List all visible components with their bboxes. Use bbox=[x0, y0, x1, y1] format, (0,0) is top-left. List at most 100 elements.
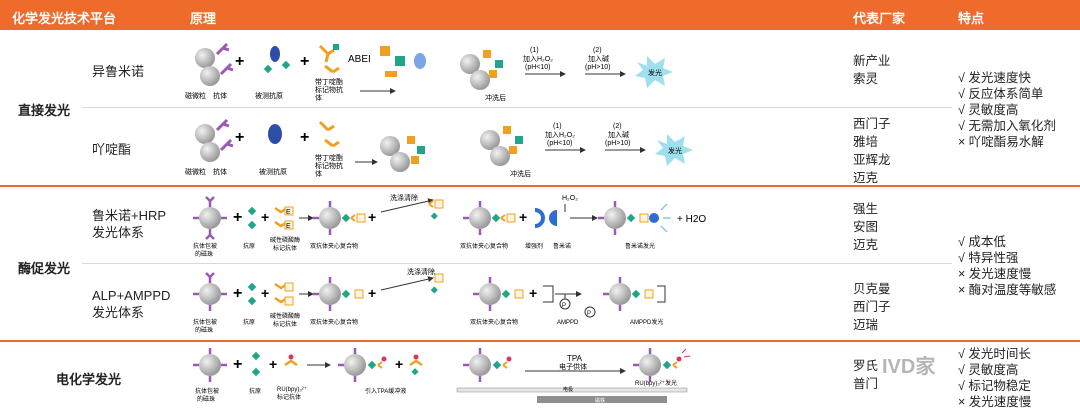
header-vendor: 代表厂家 bbox=[853, 11, 906, 26]
step1-label: 加入H₂O₂ bbox=[523, 54, 553, 63]
vendor-item: 普门 bbox=[853, 377, 879, 391]
step1-label: (pH<10) bbox=[525, 64, 550, 71]
plus-sign: + bbox=[529, 285, 537, 301]
vendor-item: 强生 bbox=[853, 202, 879, 216]
category-direct: 直接发光 bbox=[18, 103, 71, 118]
ru-antibody-icon bbox=[284, 354, 298, 367]
abei-marker bbox=[333, 44, 339, 50]
step2-label: (pH>10) bbox=[585, 64, 610, 71]
glow-label: 鲁米诺发光 bbox=[625, 242, 655, 250]
h2o-label: + H2O bbox=[677, 214, 706, 225]
plus-sign: + bbox=[519, 209, 527, 225]
feature-item: × 发光速度慢 bbox=[958, 395, 1032, 409]
vendor-item: 迈克 bbox=[853, 238, 879, 252]
antigen-icon bbox=[247, 282, 257, 306]
feature-item: √ 成本低 bbox=[958, 235, 1006, 249]
amppd-icon bbox=[543, 285, 596, 318]
svg-text:E: E bbox=[286, 209, 291, 216]
bead-with-antibody-icon bbox=[193, 348, 227, 382]
method-alp: ALP+AMPPD 发光体系 bbox=[92, 288, 171, 320]
table-header: 化学发光技术平台 原理 代表厂家 特点 bbox=[0, 0, 1080, 30]
plus-sign: + bbox=[233, 285, 242, 302]
abei-label: ABEI bbox=[348, 54, 371, 65]
bead-with-antibody-icon bbox=[193, 272, 227, 311]
divider-direct-rows bbox=[82, 107, 952, 108]
enzyme-antibody-icon bbox=[274, 282, 294, 306]
divider-enzyme-rows bbox=[82, 263, 952, 264]
feature-item: √ 特异性强 bbox=[958, 251, 1019, 265]
method-acridinium: 吖啶酯 bbox=[92, 142, 132, 157]
method-hrp: 鲁米诺+HRP 发光体系 bbox=[92, 208, 167, 240]
luminol-label: 鲁米诺 bbox=[553, 242, 571, 250]
vendor-item: 雅培 bbox=[853, 135, 879, 149]
antibody-complex-icon bbox=[380, 46, 426, 77]
vendors-isoluminol: 新产业 索灵 bbox=[853, 52, 891, 88]
plus-sign: + bbox=[235, 129, 244, 146]
vendor-item: 西门子 bbox=[853, 300, 891, 314]
phosphate-label: P bbox=[587, 311, 591, 317]
antibody-icon bbox=[215, 118, 234, 152]
plus-sign: + bbox=[368, 285, 376, 301]
glow-rays-icon bbox=[681, 348, 691, 358]
feature-item: × 发光速度慢 bbox=[958, 267, 1032, 281]
antigen-label: 被测抗原 bbox=[255, 91, 283, 100]
method-isoluminol: 异鲁米诺 bbox=[92, 64, 145, 79]
feature-item: √ 灵敏度高 bbox=[958, 103, 1019, 117]
vendor-item: 罗氏 bbox=[853, 359, 879, 373]
plus-sign: + bbox=[368, 209, 376, 225]
magnet-label: 磁铁 bbox=[595, 397, 605, 404]
divider-enzyme-electro bbox=[0, 340, 1080, 342]
feature-item: √ 灵敏度高 bbox=[958, 363, 1019, 377]
sandwich-complex-icon bbox=[313, 277, 364, 311]
complex-label: 双抗体夹心复合物 bbox=[310, 318, 358, 326]
antigen-label: 被测抗原 bbox=[259, 167, 287, 176]
magbead-label: 磁微粒 bbox=[185, 91, 206, 100]
plus-sign: + bbox=[269, 356, 277, 372]
complex2-label: 双抗体夹心复合物 bbox=[460, 242, 508, 250]
vendor-item: 迈克 bbox=[853, 171, 879, 185]
h2o2-label: H₂O₂ bbox=[562, 195, 578, 202]
vendor-item: 迈瑞 bbox=[853, 318, 879, 332]
labeled-label: 标记物抗 bbox=[315, 161, 343, 170]
washed-label: 冲洗后 bbox=[485, 93, 506, 102]
buffer-label: 引入TPA缓冲液 bbox=[365, 387, 406, 395]
sandwich-complex-icon bbox=[338, 348, 387, 382]
feature-item: √ 发光时间长 bbox=[958, 347, 1031, 361]
step1-label: 加入H₂O₂ bbox=[545, 130, 575, 139]
bead-icon bbox=[195, 48, 220, 86]
watermark: IVD家 bbox=[882, 356, 936, 378]
plus-sign: + bbox=[233, 356, 242, 373]
sandwich-complex-icon bbox=[598, 201, 659, 235]
feature-item: × 酶对温度等敏感 bbox=[958, 283, 1057, 297]
bead-complex-icon bbox=[480, 126, 523, 166]
diagram-ecl: + + + TPA 电子供体 电极 磁铁 抗体包被 的磁珠 抗原 RU(bpy)… bbox=[193, 348, 691, 404]
tpa-label: TPA bbox=[567, 354, 583, 363]
vendors-acridinium: 西门子 雅培 亚辉龙 迈克 bbox=[853, 115, 891, 187]
amppd-label: AMPPD bbox=[557, 320, 579, 326]
plus-sign: + bbox=[261, 209, 269, 225]
vendor-item: 西门子 bbox=[853, 117, 891, 131]
enzyme-antibody-icon: EE bbox=[274, 206, 294, 230]
enzyme-ab-label: 碱性磷酸酶 bbox=[270, 236, 300, 244]
tpa-label: 电子供体 bbox=[559, 362, 587, 371]
features-direct: √ 发光速度快 √ 反应体系简单 √ 灵敏度高 √ 无需加入氧化剂 × 吖啶酯易… bbox=[958, 70, 1056, 150]
feature-item: √ 发光速度快 bbox=[958, 71, 1031, 85]
bead-complex-icon bbox=[460, 50, 503, 90]
antibody-label: 抗体 bbox=[213, 167, 227, 176]
glow-label: 发光 bbox=[668, 146, 682, 155]
vendors-alp: 贝克曼 西门子 迈瑞 bbox=[853, 280, 891, 334]
electrode-bar bbox=[456, 387, 688, 393]
ru-ab-label: RU(bpy)₃²⁺ bbox=[277, 386, 307, 393]
vendor-item: 贝克曼 bbox=[853, 282, 891, 296]
plus-sign: + bbox=[235, 53, 244, 70]
sandwich-complex-icon bbox=[633, 348, 682, 382]
plus-sign: + bbox=[395, 356, 403, 372]
glow-burst-icon bbox=[655, 134, 693, 166]
coated-label: 的磁珠 bbox=[195, 326, 213, 334]
vendor-item: 亚辉龙 bbox=[853, 153, 891, 167]
category-electro: 电化学发光 bbox=[56, 372, 122, 387]
ecl-glow-label: RU(bpy)₃²⁺发光 bbox=[635, 379, 677, 387]
wash-label: 洗涤清除 bbox=[390, 193, 418, 202]
coated-label: 的磁珠 bbox=[195, 250, 213, 258]
enzyme-ab-label: 标记抗体 bbox=[273, 320, 297, 328]
